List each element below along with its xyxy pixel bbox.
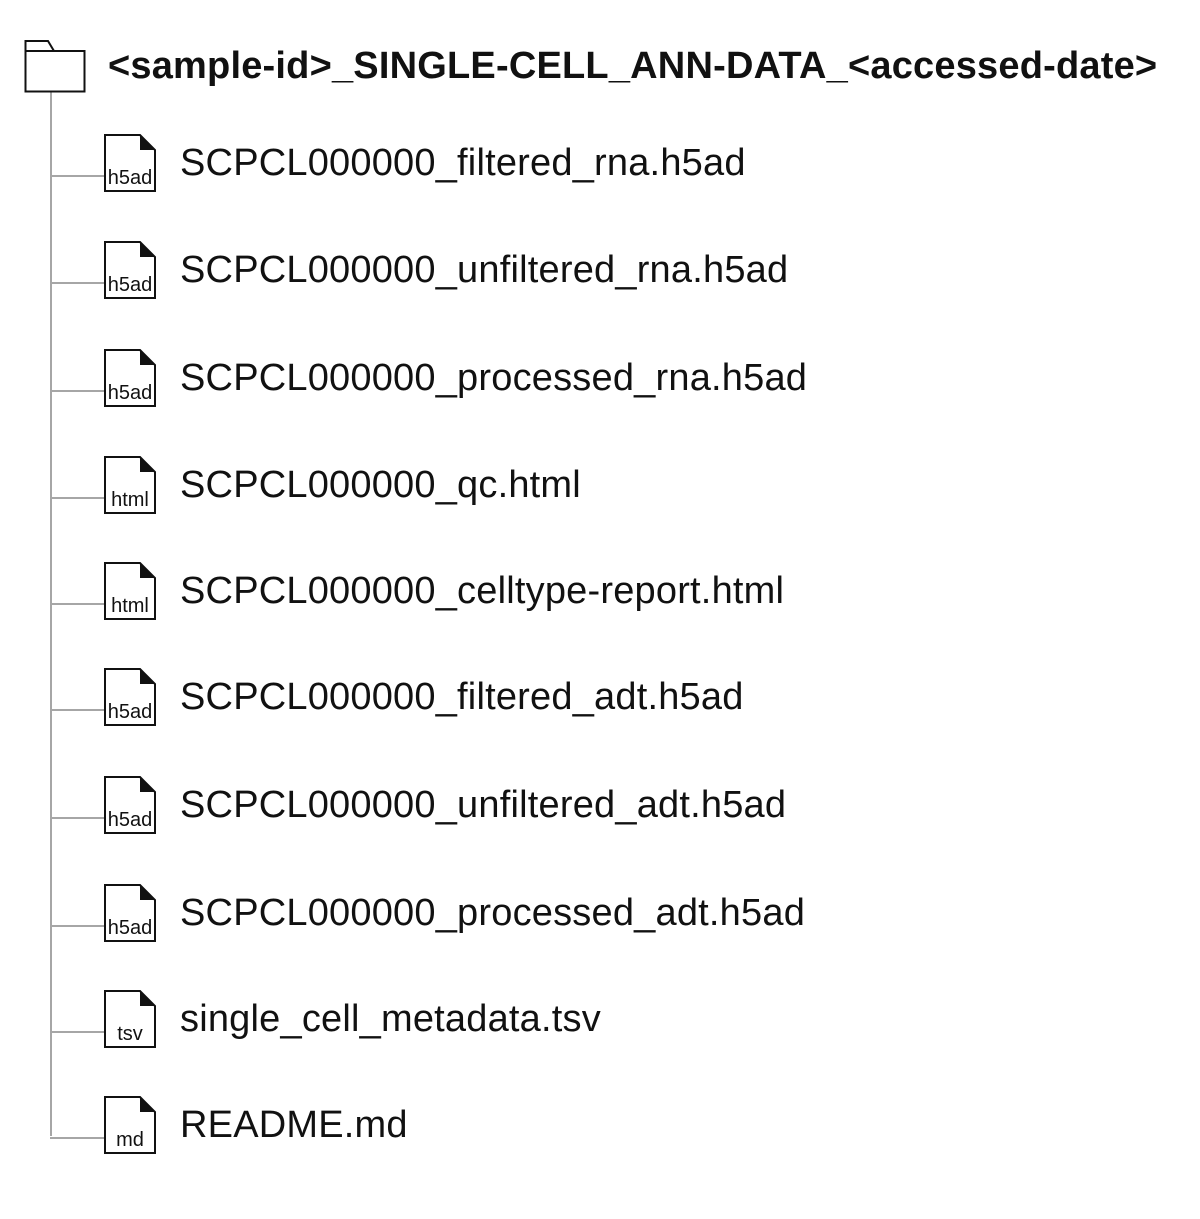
file-extension-label: md — [116, 1129, 144, 1151]
file-icon: html — [104, 562, 156, 620]
file-row[interactable]: h5ad SCPCL000000_processed_adt.h5ad — [50, 884, 805, 942]
file-name: SCPCL000000_processed_adt.h5ad — [180, 891, 806, 934]
tree-branch-line — [50, 817, 104, 819]
folder-icon — [24, 40, 86, 93]
file-extension-label: h5ad — [107, 809, 153, 831]
file-name: SCPCL000000_unfiltered_adt.h5ad — [180, 783, 787, 826]
file-extension-label: h5ad — [107, 382, 153, 404]
file-row[interactable]: h5ad SCPCL000000_unfiltered_rna.h5ad — [50, 241, 788, 299]
tree-branch-line — [50, 1137, 104, 1139]
tree-branch-line — [50, 175, 104, 177]
tree-branch-line — [50, 497, 104, 499]
file-icon: tsv — [104, 990, 156, 1048]
file-name: SCPCL000000_filtered_adt.h5ad — [180, 675, 744, 718]
file-extension-label: html — [111, 489, 149, 511]
folder-name: <sample-id>_SINGLE-CELL_ANN-DATA_<access… — [108, 44, 1158, 87]
file-icon: h5ad — [104, 668, 156, 726]
file-icon: h5ad — [104, 776, 156, 834]
file-icon: html — [104, 456, 156, 514]
root-folder[interactable]: <sample-id>_SINGLE-CELL_ANN-DATA_<access… — [24, 38, 1157, 94]
file-row[interactable]: tsv single_cell_metadata.tsv — [50, 990, 601, 1048]
file-row[interactable]: h5ad SCPCL000000_processed_rna.h5ad — [50, 349, 807, 407]
file-name: SCPCL000000_qc.html — [180, 463, 581, 506]
file-extension-label: h5ad — [107, 701, 153, 723]
file-icon: h5ad — [104, 349, 156, 407]
file-icon: md — [104, 1096, 156, 1154]
tree-branch-line — [50, 925, 104, 927]
file-name: SCPCL000000_processed_rna.h5ad — [180, 356, 808, 399]
file-extension-label: tsv — [117, 1023, 143, 1045]
file-extension-label: h5ad — [107, 167, 153, 189]
file-icon: h5ad — [104, 884, 156, 942]
file-name: README.md — [180, 1103, 408, 1146]
file-row[interactable]: html SCPCL000000_qc.html — [50, 456, 581, 514]
file-row[interactable]: md README.md — [50, 1096, 408, 1154]
file-extension-label: h5ad — [107, 274, 153, 296]
tree-branch-line — [50, 282, 104, 284]
file-icon: h5ad — [104, 134, 156, 192]
tree-trunk-line — [50, 92, 52, 1136]
file-row[interactable]: h5ad SCPCL000000_filtered_adt.h5ad — [50, 668, 744, 726]
file-name: single_cell_metadata.tsv — [180, 997, 601, 1040]
tree-branch-line — [50, 709, 104, 711]
tree-branch-line — [50, 1031, 104, 1033]
file-row[interactable]: h5ad SCPCL000000_filtered_rna.h5ad — [50, 134, 746, 192]
tree-branch-line — [50, 390, 104, 392]
file-row[interactable]: h5ad SCPCL000000_unfiltered_adt.h5ad — [50, 776, 786, 834]
file-extension-label: html — [111, 595, 149, 617]
file-name: SCPCL000000_filtered_rna.h5ad — [180, 141, 746, 184]
file-row[interactable]: html SCPCL000000_celltype-report.html — [50, 562, 784, 620]
file-extension-label: h5ad — [107, 917, 153, 939]
file-icon: h5ad — [104, 241, 156, 299]
file-name: SCPCL000000_celltype-report.html — [180, 569, 785, 612]
tree-branch-line — [50, 603, 104, 605]
file-name: SCPCL000000_unfiltered_rna.h5ad — [180, 248, 789, 291]
